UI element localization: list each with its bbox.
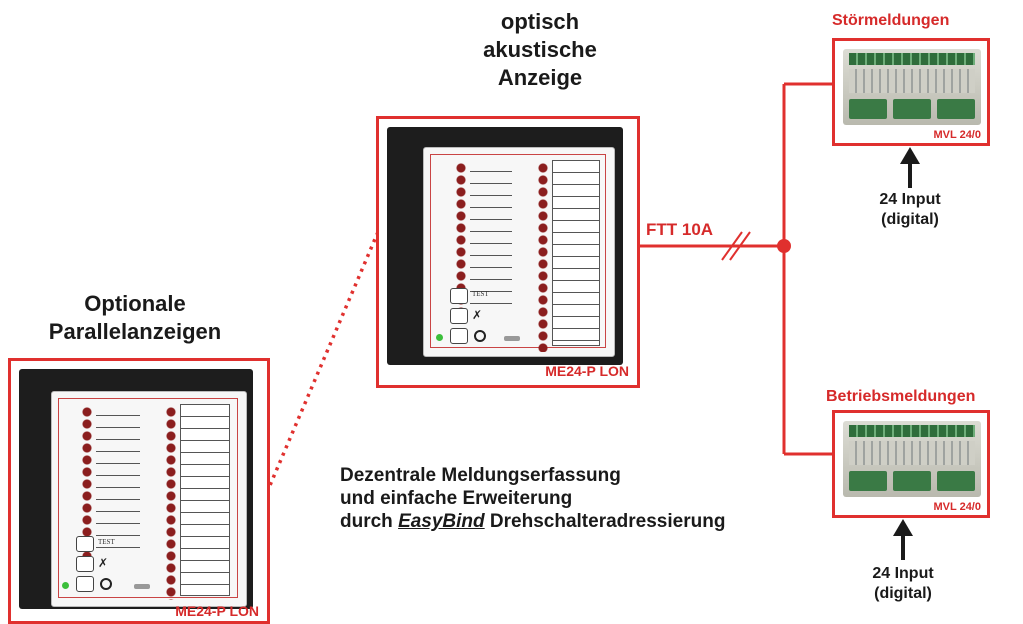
mvl-bottom-model-label: MVL 24/0 [933,501,982,513]
led-column-right-dots [538,162,548,352]
bus-label: FTT 10A [646,220,714,239]
panel-button-1[interactable] [76,536,94,552]
mute-speaker-icon: ✗ [472,308,483,322]
stoermeldungen-title: Störmeldungen [832,12,950,29]
input-arrow-bottom-head [893,519,913,536]
mvl-bottom-frame: MVL 24/0 [832,410,990,518]
label-strip-right [552,160,600,346]
input-arrow-top-head [900,147,920,164]
optical-acoustic-title: optisch akustische Anzeige [440,8,640,92]
title-line: akustische [483,37,597,62]
input-type: (digital) [881,211,939,228]
mvl-module-body [843,421,981,497]
optional-parallel-title: Optionale Parallelanzeigen [20,290,250,346]
input-count: 24 Input [872,565,934,582]
status-led-green [436,334,443,341]
description-line-3: durch EasyBind Drehschalteradressierung [340,510,820,533]
test-label: TEST [472,290,489,298]
brand-logo [134,584,150,589]
knob-icon [474,330,486,342]
mvl-top-model-label: MVL 24/0 [933,129,982,141]
description-text: Dezentrale Meldungserfassung und einfach… [340,464,820,533]
parallel-device-frame: TEST ✗ ME24-P LON [8,358,270,624]
description-prefix: durch [340,511,399,532]
panel-frame-line [430,154,606,348]
main-device-front-panel: TEST ✗ [423,147,615,357]
mvl-top-frame: MVL 24/0 [832,38,990,146]
parallel-link-dotted-line [266,231,380,491]
terminal-block [937,471,975,491]
bus-slash-mark [729,231,751,261]
input-bottom-label: 24 Input (digital) [848,564,958,604]
input-top-label: 24 Input (digital) [855,190,965,230]
mvl-module-body [843,49,981,125]
terminal-block [893,99,931,119]
mvl-top-terminals [849,425,975,437]
mvl-circuit-area [849,69,975,93]
led-column-left-dots [82,406,92,556]
status-led-green [62,582,69,589]
description-suffix: Drehschalteradressierung [484,511,726,532]
panel-button-1[interactable] [450,288,468,304]
panel-button-3[interactable] [76,576,94,592]
terminal-block [849,99,887,119]
parallel-device-front-panel: TEST ✗ [51,391,247,607]
title-line: optisch [500,9,580,34]
parallel-device-model-label: ME24-P LON [175,603,259,619]
led-column-right-dots [166,406,176,600]
main-device-body: TEST ✗ [387,127,623,365]
easybind-brand: EasyBind [398,511,485,532]
label-strip-right [180,404,230,596]
terminal-block [849,471,887,491]
parallel-device-body: TEST ✗ [19,369,253,609]
main-device-model-label: ME24-P LON [545,363,629,379]
knob-icon [100,578,112,590]
label-strip-left [96,404,140,554]
label-strip-left [470,160,512,310]
betriebsmeldungen-title: Betriebsmeldungen [826,388,976,405]
test-label: TEST [98,538,115,546]
description-line-2: und einfache Erweiterung [340,488,573,509]
title-line: Optionale [84,291,186,316]
panel-frame-line [58,398,238,598]
terminal-block [893,471,931,491]
led-column-left-dots [456,162,466,312]
mvl-top-terminals [849,53,975,65]
brand-logo [504,336,520,341]
panel-button-2[interactable] [450,308,468,324]
terminal-block [937,99,975,119]
mvl-circuit-area [849,441,975,465]
bus-slash-mark [721,231,743,261]
input-count: 24 Input [879,191,941,208]
title-line: Parallelanzeigen [48,319,222,344]
title-line: Anzeige [497,65,583,90]
main-device-frame: TEST ✗ ME24-P LON [376,116,640,388]
panel-button-3[interactable] [450,328,468,344]
description-line-1: Dezentrale Meldungserfassung [340,465,621,486]
mute-speaker-icon: ✗ [98,556,109,570]
input-type: (digital) [874,585,932,602]
panel-button-2[interactable] [76,556,94,572]
